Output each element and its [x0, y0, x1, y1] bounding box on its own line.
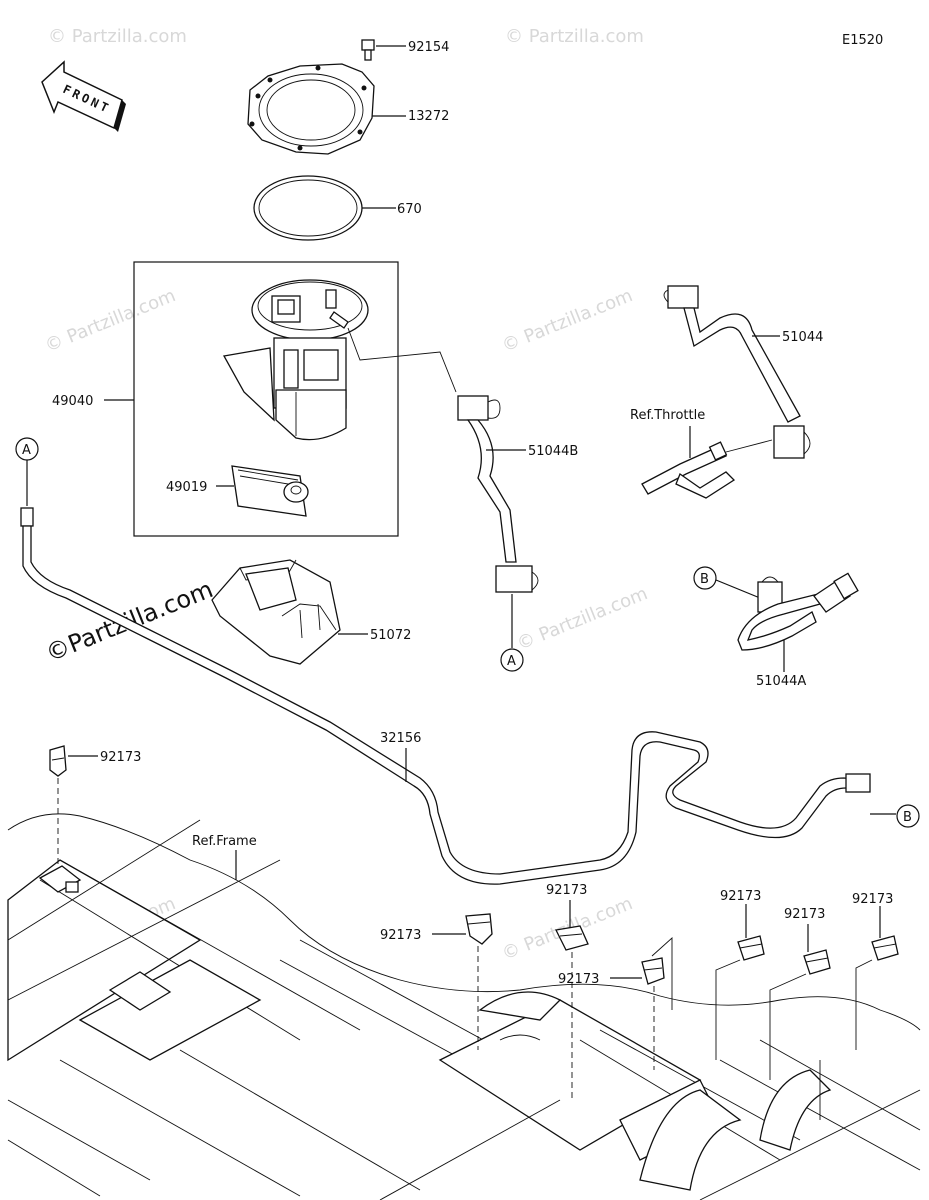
- callout-51044: 51044: [782, 330, 823, 345]
- callout-13272: 13272: [408, 109, 449, 124]
- watermark: © Partzilla.com: [505, 26, 644, 47]
- bracket-51072: [211, 559, 368, 665]
- callout-49019: 49019: [166, 480, 207, 495]
- callout-32156: 32156: [380, 731, 421, 746]
- watermarks: © Partzilla.com © Partzilla.com © Partzi…: [42, 26, 651, 965]
- clip-92173-b: [432, 913, 493, 1050]
- fuel-line-32156: [20, 460, 896, 885]
- watermark: © Partzilla.com: [499, 285, 636, 357]
- callout-92173-c: 92173: [546, 883, 587, 898]
- callout-92173-g: 92173: [852, 892, 893, 907]
- callout-49040: 49040: [52, 394, 93, 409]
- frame-outline: [7, 813, 921, 1200]
- connector-a-bottom: A: [500, 648, 524, 672]
- fuel-pump-assembly-box: [133, 261, 399, 537]
- filter-49019: [216, 465, 309, 517]
- svg-text:A: A: [507, 654, 516, 669]
- bolt-92154: [361, 39, 406, 61]
- ref-throttle: Ref.Throttle: [630, 408, 705, 423]
- front-arrow-icon: FRONT: [41, 60, 126, 132]
- hose-51044: [663, 285, 811, 459]
- callout-51044A: 51044A: [756, 674, 806, 689]
- callout-92154: 92154: [408, 40, 449, 55]
- callout-92173-a: 92173: [100, 750, 141, 765]
- clip-92173-a: [38, 745, 98, 893]
- watermark: © Partzilla.com: [48, 26, 187, 47]
- hose-51044A: [715, 572, 859, 672]
- clip-92173-f: [769, 924, 831, 1080]
- ref-frame: Ref.Frame: [192, 834, 257, 849]
- svg-text:B: B: [903, 810, 912, 825]
- svg-text:B: B: [700, 572, 709, 587]
- hose-51044B: [457, 395, 539, 648]
- flange-plate-13272: [247, 63, 406, 155]
- callout-92173-d: 92173: [558, 972, 599, 987]
- fuel-pump-49040: [222, 279, 457, 441]
- throttle-fitting: [641, 426, 773, 499]
- clip-92173-e: [715, 904, 765, 1060]
- o-ring-670: [253, 175, 396, 241]
- callout-92173-f: 92173: [784, 907, 825, 922]
- diagram-code: E1520: [842, 33, 883, 48]
- watermark: © Partzilla.com: [42, 285, 179, 357]
- watermark: © Partzilla.com: [514, 583, 651, 655]
- callout-670: 670: [397, 202, 422, 217]
- clip-92173-c: [555, 900, 589, 1100]
- connector-b-right: B: [896, 804, 920, 828]
- clip-92173-d: [610, 936, 673, 1070]
- callout-51072: 51072: [370, 628, 411, 643]
- connector-b-top: B: [693, 566, 717, 590]
- callout-51044B: 51044B: [528, 444, 578, 459]
- callout-92173-e: 92173: [720, 889, 761, 904]
- clip-92173-g: [855, 906, 899, 1050]
- svg-text:A: A: [22, 443, 31, 458]
- callout-92173-b: 92173: [380, 928, 421, 943]
- connector-a-top: A: [15, 437, 39, 461]
